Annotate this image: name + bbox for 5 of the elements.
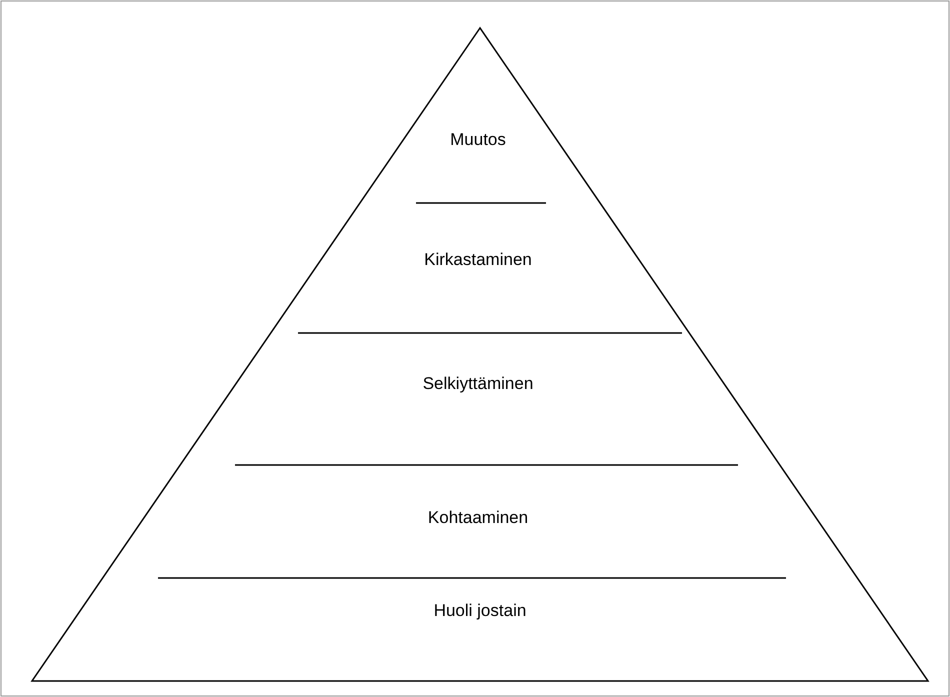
pyramid-level-label: Kohtaaminen xyxy=(428,508,528,528)
pyramid-level-label: Kirkastaminen xyxy=(424,250,532,270)
pyramid-level-label: Selkiyttäminen xyxy=(422,374,534,394)
pyramid-level-label: Huoli jostain xyxy=(434,600,526,622)
pyramid-level-label: Muutos xyxy=(450,130,506,150)
